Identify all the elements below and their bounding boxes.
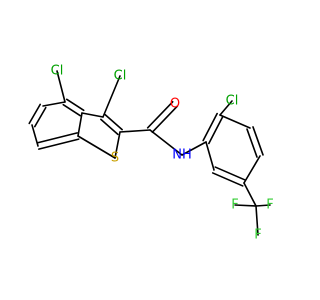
- bond-p5-p6-a: [214, 166, 247, 181]
- atom-label-o: O: [170, 97, 180, 112]
- atom-label-f1: F: [231, 198, 238, 213]
- bond-c4-cl4: [56, 70, 66, 103]
- bond-p2-p3: [219, 114, 251, 129]
- molecule-structure-diagram: Cl Cl O S NH Cl F F F: [28, 64, 274, 243]
- bond-c3b-cl3: [102, 75, 121, 118]
- bond-p3-p4-a: [246, 128, 258, 158]
- atom-labels: Cl Cl O S NH Cl F F F: [51, 64, 274, 243]
- bond-p2-cl2: [219, 100, 233, 116]
- atom-label-f3: F: [254, 228, 261, 243]
- bond-c5-c6: [77, 112, 83, 137]
- bond-p3-p4-b: [252, 126, 264, 156]
- bond-c2-c3-b: [28, 103, 42, 125]
- bond-c3b-c2t-a: [100, 118, 119, 136]
- bond-cc-o-b: [146, 100, 174, 129]
- bond-c3-c4: [42, 101, 66, 107]
- atom-label-cl3: Cl: [114, 69, 127, 84]
- bond-c6-c1-b: [37, 138, 80, 150]
- bond-cc-nh: [149, 129, 183, 156]
- bond-p1-p2-a: [208, 115, 224, 145]
- bond-p1-p2-b: [202, 112, 218, 142]
- bond-p5-cf3: [243, 182, 257, 207]
- atom-label-nh: NH: [172, 148, 192, 163]
- bond-c6-c1-a: [36, 132, 79, 144]
- bond-cf3-f1: [234, 204, 257, 207]
- bond-lines: [28, 70, 271, 236]
- bond-cf3-f3: [255, 205, 259, 236]
- bond-p5-p6-b: [211, 172, 244, 187]
- bond-p4-p5: [243, 155, 261, 184]
- atom-label-f2: F: [266, 198, 273, 213]
- bond-c3b-c2t-b: [104, 113, 123, 131]
- bond-cf3-f2: [255, 204, 271, 207]
- atom-label-cl4: Cl: [51, 64, 64, 79]
- bond-s-c6: [77, 135, 116, 159]
- bond-c2t-cc: [119, 129, 151, 133]
- atom-label-cl2: Cl: [226, 94, 239, 109]
- bond-cc-o-a: [151, 105, 179, 134]
- bond-c2-c3-a: [33, 106, 47, 128]
- bond-p6-p1: [205, 141, 215, 171]
- atom-label-s: S: [111, 151, 119, 166]
- bond-c4-c5-a: [62, 103, 82, 117]
- bond-c5-c3b: [81, 112, 104, 118]
- bond-c2t-s: [114, 131, 121, 159]
- bond-nh-p1: [181, 141, 207, 156]
- bond-c4-c5-b: [65, 98, 85, 112]
